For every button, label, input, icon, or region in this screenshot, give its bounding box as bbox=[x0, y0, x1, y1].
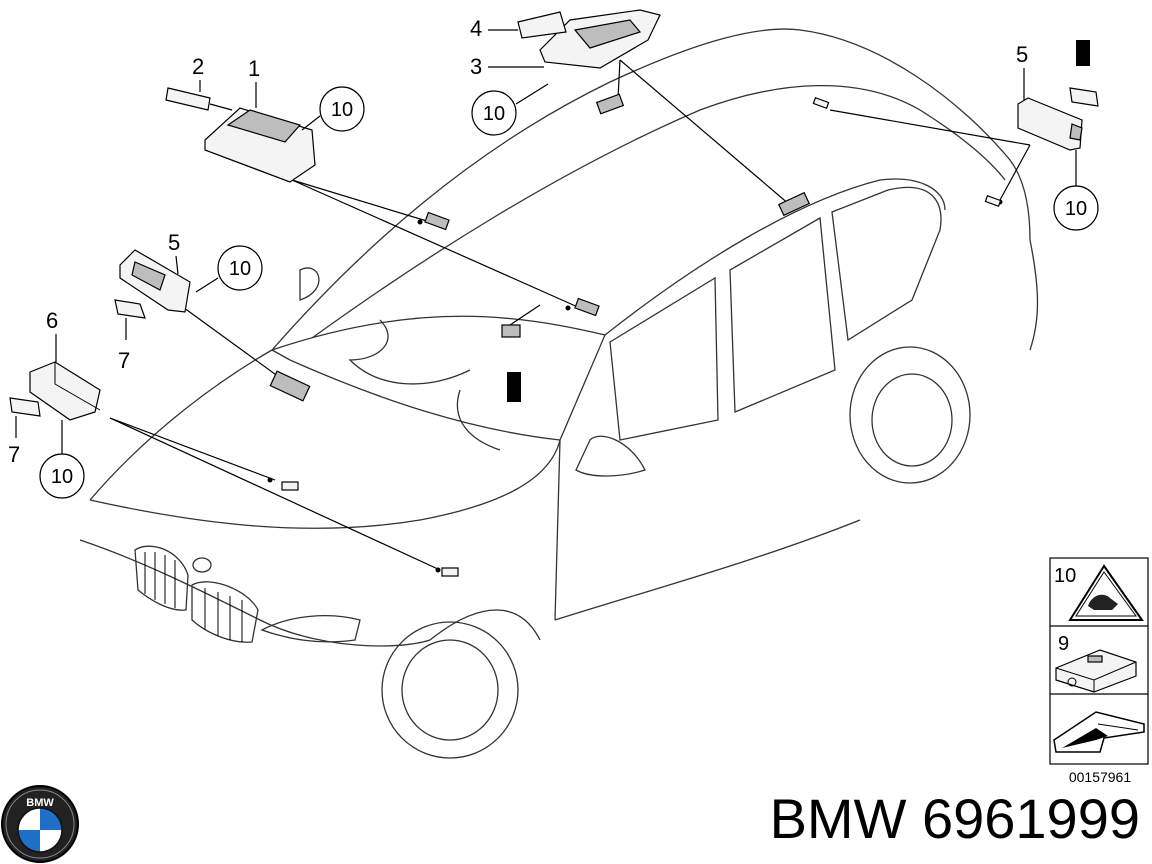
circled-10-c: 10 bbox=[229, 258, 251, 280]
callout-3: 3 bbox=[470, 54, 482, 79]
car-outline bbox=[79, 28, 1039, 759]
marker-bar-1 bbox=[1076, 40, 1090, 66]
bmw-logo-text: BMW bbox=[26, 797, 54, 809]
circled-10-d: 10 bbox=[51, 466, 73, 488]
light-module-6 bbox=[29, 361, 101, 421]
lamp-positions bbox=[269, 93, 1002, 577]
luggage-lamp-right bbox=[1017, 97, 1083, 151]
part-number-caption: BMW 6961999 bbox=[769, 787, 1140, 850]
callout-5-right: 5 bbox=[1016, 42, 1028, 67]
warning-triangle-icon bbox=[1068, 564, 1144, 621]
bulb-pack-icon bbox=[1055, 649, 1137, 693]
callout-numbers: 1 2 4 3 5 5 6 7 7 7 bbox=[8, 16, 1028, 467]
circled-10-b: 10 bbox=[483, 103, 505, 125]
callout-7-b: 7 bbox=[8, 442, 20, 467]
connection-dots bbox=[267, 199, 1003, 573]
bulb-7-c bbox=[1069, 87, 1099, 107]
bulb-4 bbox=[517, 11, 567, 39]
bmw-logo: BMW bbox=[1, 785, 79, 863]
circled-callouts: 10 10 10 10 10 10 bbox=[39, 83, 1099, 499]
callout-4: 4 bbox=[470, 16, 482, 41]
bulb-7-a bbox=[114, 299, 146, 319]
callout-6: 6 bbox=[46, 308, 58, 333]
reading-light-assembly bbox=[539, 9, 661, 69]
marker-bar-2 bbox=[507, 372, 521, 402]
callout-5-left: 5 bbox=[168, 230, 180, 255]
interior-light-assembly bbox=[204, 107, 316, 183]
legend-box: 10 9 00157961 bbox=[1049, 557, 1149, 785]
legend-item-10: 10 bbox=[1054, 565, 1076, 587]
diagram-code: 00157961 bbox=[1069, 769, 1132, 785]
footwell-lamp-left bbox=[119, 249, 191, 313]
arrow-icon bbox=[1053, 711, 1145, 753]
callout-7-a: 7 bbox=[118, 348, 130, 373]
kidney-grille bbox=[134, 545, 259, 643]
circled-10-a: 10 bbox=[331, 99, 353, 121]
bulb-7-b bbox=[9, 397, 41, 417]
leader-lines bbox=[109, 59, 1031, 571]
bulb-2 bbox=[165, 87, 233, 111]
legend-item-9: 9 bbox=[1058, 633, 1069, 655]
callout-2: 2 bbox=[192, 54, 204, 79]
circled-10-e: 10 bbox=[1065, 198, 1087, 220]
callout-1: 1 bbox=[248, 56, 260, 81]
